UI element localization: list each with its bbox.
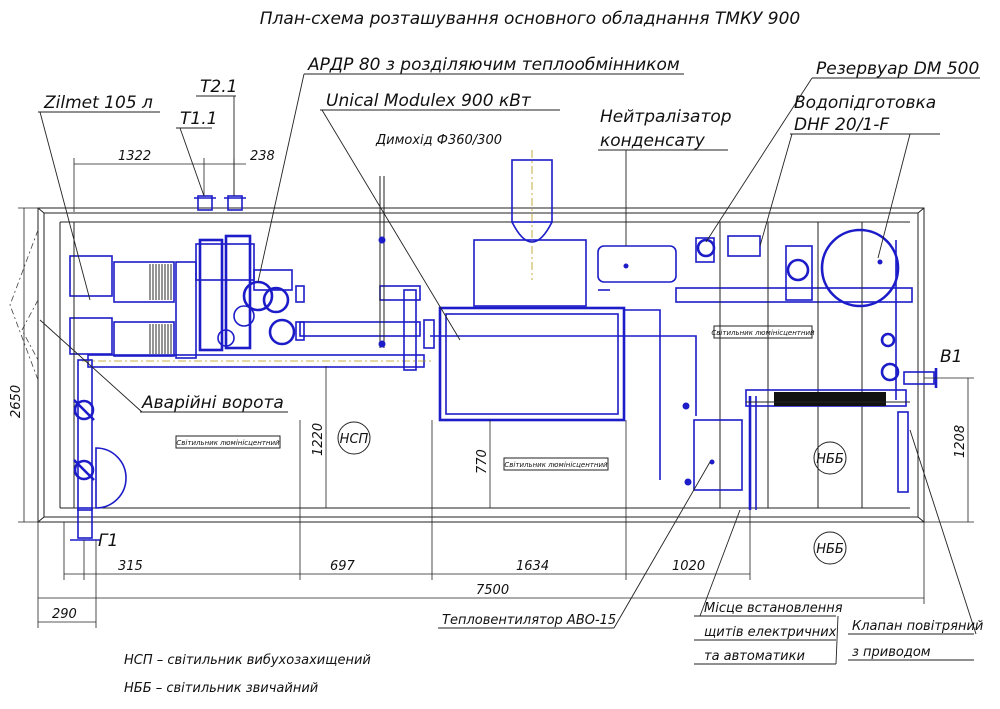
ardr-pump-group bbox=[195, 234, 305, 352]
legend-nbb: НББ – світильник звичайний bbox=[124, 681, 318, 696]
nbb-tag-2: НББ bbox=[816, 542, 844, 557]
emergency-doors-label: Аварійні ворота bbox=[141, 393, 284, 413]
dim-1220: 1220 bbox=[311, 423, 326, 456]
air-valve-label-1: Клапан повітряний bbox=[852, 619, 983, 634]
leader-lines bbox=[38, 73, 980, 665]
dim-290: 290 bbox=[52, 607, 77, 622]
dim-2650: 2650 bbox=[9, 385, 24, 418]
b1-label: В1 bbox=[940, 347, 962, 367]
gas-inlet-line bbox=[70, 359, 127, 541]
vertical-riser bbox=[378, 176, 386, 348]
dim-1020: 1020 bbox=[672, 559, 705, 574]
electrical-cabinets bbox=[745, 389, 910, 510]
dim-315: 315 bbox=[118, 559, 143, 574]
dim-1634: 1634 bbox=[516, 559, 549, 574]
heat-fan-label: Тепловентилятор АВО-15 bbox=[442, 613, 616, 628]
nsp-tag: НСП bbox=[340, 432, 369, 447]
lighting-fixtures: Світильник люмінісцентний Світильник люм… bbox=[175, 325, 847, 565]
zilmet-tank-group bbox=[59, 222, 113, 508]
cabinet-label-3: та автоматики bbox=[704, 649, 805, 664]
water-treatment-label-1: Водопідготовка bbox=[794, 93, 936, 113]
water-treatment-label-2: DHF 20/1-F bbox=[794, 115, 889, 135]
air-valve-label-2: з приводом bbox=[852, 645, 931, 660]
water-treatment-unit bbox=[695, 222, 863, 508]
unical-boiler-unit bbox=[423, 150, 626, 422]
dim-7500: 7500 bbox=[476, 583, 509, 598]
t-pipe-outlets bbox=[194, 195, 246, 211]
emergency-door bbox=[9, 229, 39, 381]
condensate-neutralizer bbox=[597, 245, 677, 291]
dim-1208: 1208 bbox=[953, 425, 968, 458]
nbb-tag-1: НББ bbox=[816, 452, 844, 467]
lamp-label-3: Світильник люмінісцентний bbox=[711, 329, 815, 337]
ardr-label: АРДР 80 з розділяючим теплообмінником bbox=[307, 55, 680, 75]
lamp-label-1: Світильник люмінісцентний bbox=[176, 439, 280, 447]
zilmet-label: Zilmet 105 л bbox=[43, 93, 153, 113]
cabinet-label-1: Місце встановлення bbox=[704, 601, 843, 616]
dim-697: 697 bbox=[330, 559, 356, 574]
right-pipe-run bbox=[430, 287, 913, 486]
g1-label: Г1 bbox=[98, 531, 118, 551]
cabinet-label-2: щитів електричних bbox=[704, 625, 837, 640]
unical-label: Unical Modulex 900 кВт bbox=[326, 91, 532, 111]
heat-fan-avo15 bbox=[693, 419, 743, 491]
reservoir-dm500 bbox=[820, 228, 900, 400]
reservoir-label: Резервуар DM 500 bbox=[816, 59, 979, 79]
dim-238: 238 bbox=[250, 149, 275, 164]
neutralizer-label-1: Нейтралізатор bbox=[600, 107, 732, 127]
chimney-label: Димохід Ф360/300 bbox=[375, 133, 502, 148]
dim-1322: 1322 bbox=[118, 149, 151, 164]
dim-770: 770 bbox=[475, 449, 490, 474]
boiler-modules bbox=[113, 261, 197, 359]
diagram-title: План-схема розташування основного обладн… bbox=[260, 9, 800, 29]
dimension-lines bbox=[18, 158, 974, 628]
t11-label: T1.1 bbox=[180, 109, 217, 129]
t21-label: T2.1 bbox=[200, 77, 237, 97]
legend-nsp: НСП – світильник вибухозахищений bbox=[124, 653, 371, 668]
lamp-label-2: Світильник люмінісцентний bbox=[504, 461, 608, 469]
neutralizer-label-2: конденсату bbox=[600, 131, 706, 151]
